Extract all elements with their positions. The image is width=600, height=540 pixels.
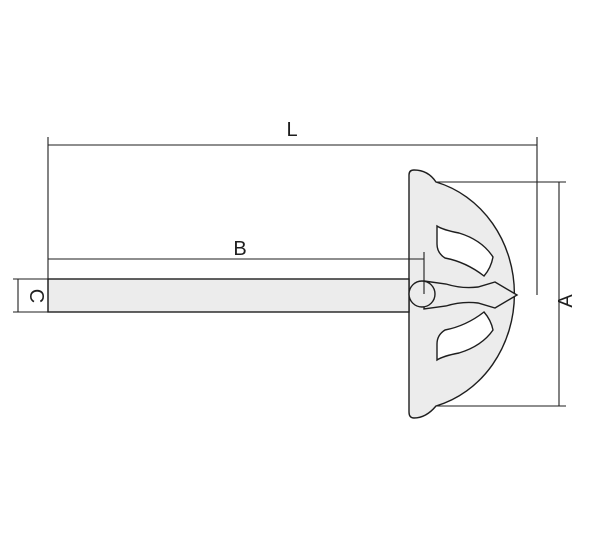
pivot-knob [408,280,436,308]
head-lower-window [436,311,494,362]
indicator-pointer [423,280,519,310]
dim-b-label: B [233,238,246,260]
dim-l-label: L [286,119,297,141]
dim-c-label: C [25,289,47,303]
head-upper-window [436,224,494,277]
rule-blade [47,278,410,313]
dim-a-label: A [555,294,577,308]
